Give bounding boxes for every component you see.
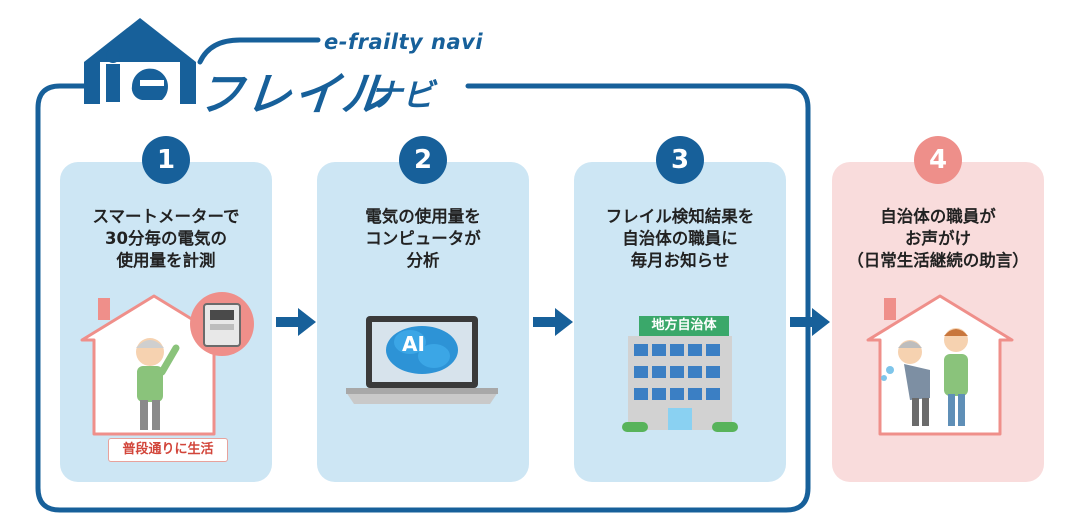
staff-visit-illustration (866, 294, 1014, 436)
municipality-sign: 地方自治体 (639, 316, 729, 336)
brand-japanese-suffix: ナビ (370, 76, 435, 114)
municipal-building-illustration (622, 336, 738, 432)
ai-label: AI (402, 332, 425, 356)
step-4-number: 4 (914, 136, 962, 184)
normal-life-badge: 普段通りに生活 (108, 438, 228, 462)
logo-house-icon (84, 18, 196, 104)
arrow-right-icon (790, 308, 830, 336)
step-1-number: 1 (142, 136, 190, 184)
arrow-right-icon (276, 308, 316, 336)
arrow-right-icon (533, 308, 573, 336)
step-2-caption: 電気の使用量を コンピュータが 分析 (365, 207, 481, 270)
step-3-caption: フレイル検知結果を 自治体の職員に 毎月お知らせ (605, 207, 755, 270)
step-3-number: 3 (656, 136, 704, 184)
home-with-elderly-man-illustration (80, 292, 254, 436)
brand-english-name: e-frailty navi (324, 30, 484, 54)
step-1-caption: スマートメーターで 30分毎の電気の 使用量を計測 (92, 207, 240, 270)
step-4-caption: 自治体の職員が お声がけ （日常生活継続の助言） (847, 207, 1029, 270)
step-2-number: 2 (399, 136, 447, 184)
laptop-ai-illustration (346, 316, 498, 404)
brand-japanese-name: フレイル (194, 67, 393, 121)
